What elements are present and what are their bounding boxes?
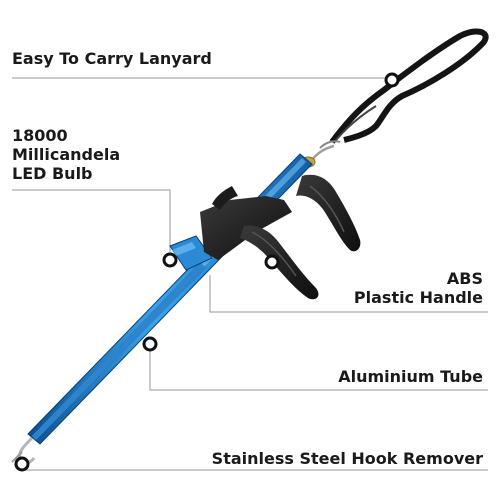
leader-lines <box>12 77 488 471</box>
label-hook-remover: Stainless Steel Hook Remover <box>211 449 483 468</box>
leader-line-tube <box>149 344 488 391</box>
wire-connector <box>311 144 335 161</box>
label-handle-line-1: ABS <box>446 269 483 288</box>
leader-line-led <box>12 189 171 260</box>
marker-tube <box>142 336 158 352</box>
label-handle-line-2: Plastic Handle <box>353 287 483 307</box>
label-led-line-1: 18000 <box>12 126 68 145</box>
label-lanyard: Easy To Carry Lanyard <box>12 49 212 68</box>
leader-line-handle <box>209 275 488 313</box>
marker-lanyard <box>384 72 400 88</box>
marker-led <box>162 252 178 268</box>
callout-markers <box>14 72 400 472</box>
lanyard <box>319 28 489 149</box>
plunger-rod <box>32 262 206 440</box>
label-led-line-3: LED Bulb <box>12 163 93 183</box>
label-handle: ABS Plastic Handle <box>353 269 483 308</box>
label-led-bulb: 18000 Millicandela LED Bulb <box>12 126 121 184</box>
marker-handle <box>264 254 280 270</box>
label-led-line-2: Millicandela <box>12 144 121 164</box>
label-aluminium-tube: Aluminium Tube <box>338 367 483 386</box>
marker-hook <box>14 456 30 472</box>
clamp-block <box>169 235 213 271</box>
